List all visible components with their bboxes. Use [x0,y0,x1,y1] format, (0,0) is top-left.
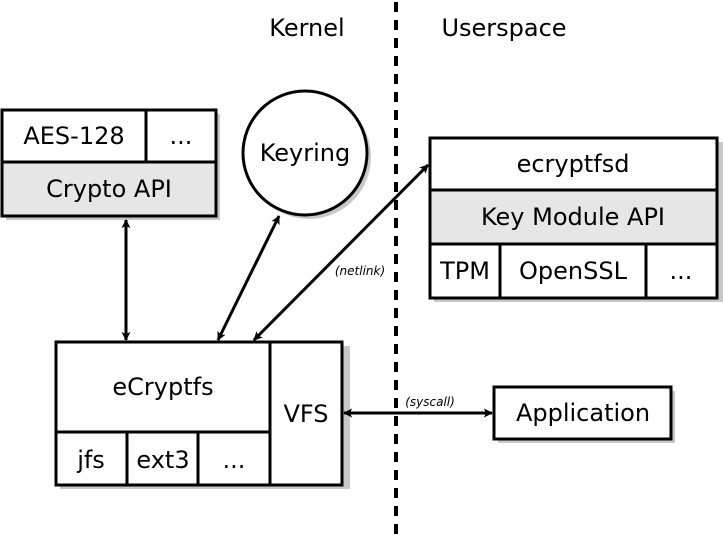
lower-fs-ext3: ext3 [136,446,189,474]
vfs-label: VFS [283,400,328,428]
module-openssl: OpenSSL [519,257,628,285]
cipher-more-cell: ... [170,122,193,150]
syscall-label: (syscall) [405,395,455,409]
ecryptfsd-label: ecryptfsd [517,150,630,178]
kernel-label: Kernel [269,14,344,42]
keyring-node: Keyring [241,89,371,219]
lower-fs-jfs: jfs [76,446,105,474]
application-label: Application [516,399,650,427]
ecryptfsd-block: ecryptfsd Key Module API TPM OpenSSL ... [428,136,723,302]
crypto-api-label: Crypto API [46,175,172,203]
application-block: Application [492,385,675,443]
aes-128-cell: AES-128 [23,122,124,150]
keyring-label: Keyring [260,139,351,167]
userspace-label: Userspace [441,14,566,42]
module-more: ... [670,257,693,285]
lower-fs-more: ... [223,446,246,474]
key-module-api-label: Key Module API [481,203,665,231]
netlink-arrow [252,163,430,342]
keyring-ecryptfs-arrow [216,215,281,341]
ecryptfs-vfs-block: eCryptfs jfs ext3 ... VFS [54,340,350,489]
module-tpm: TPM [439,257,490,285]
ecryptfs-label: eCryptfs [112,373,213,401]
netlink-label: (netlink) [335,264,385,278]
crypto-api-block: AES-128 ... Crypto API [0,108,220,220]
